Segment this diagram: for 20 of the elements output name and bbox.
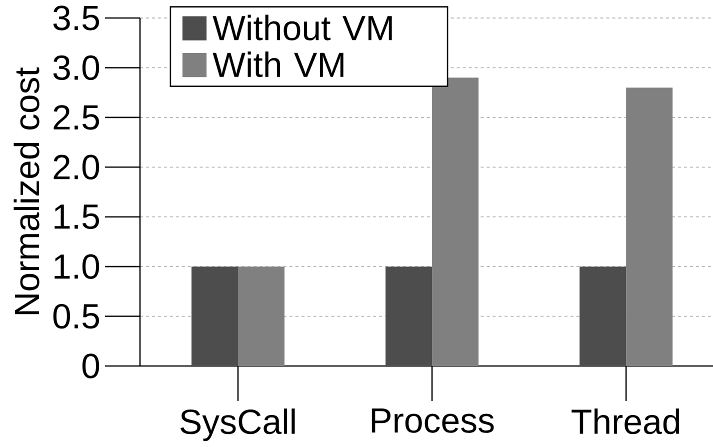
bar	[238, 266, 284, 366]
y-tick-label: 3.5	[53, 6, 100, 30]
legend-label: With VM	[212, 52, 344, 78]
x-tick-label: Process	[372, 408, 494, 433]
x-tick-label: Thread	[572, 408, 680, 434]
bar	[626, 88, 673, 366]
bar	[580, 266, 626, 366]
y-tick-label: 0.5	[53, 304, 100, 329]
y-axis-title: Normalized cost	[14, 67, 40, 314]
bar	[432, 78, 479, 366]
bar	[191, 266, 238, 366]
y-tick-label: 1.0	[54, 254, 100, 279]
legend-label: Without VM	[212, 14, 392, 40]
y-tick-label: 2.5	[54, 105, 100, 130]
bar	[386, 266, 432, 366]
y-tick-label: 3.0	[53, 55, 100, 80]
x-tick-label: SysCall	[180, 408, 295, 442]
y-tick-label: 2.0	[54, 154, 100, 180]
y-tick-label: 0	[82, 354, 100, 378]
y-tick-label: 1.5	[54, 204, 100, 230]
